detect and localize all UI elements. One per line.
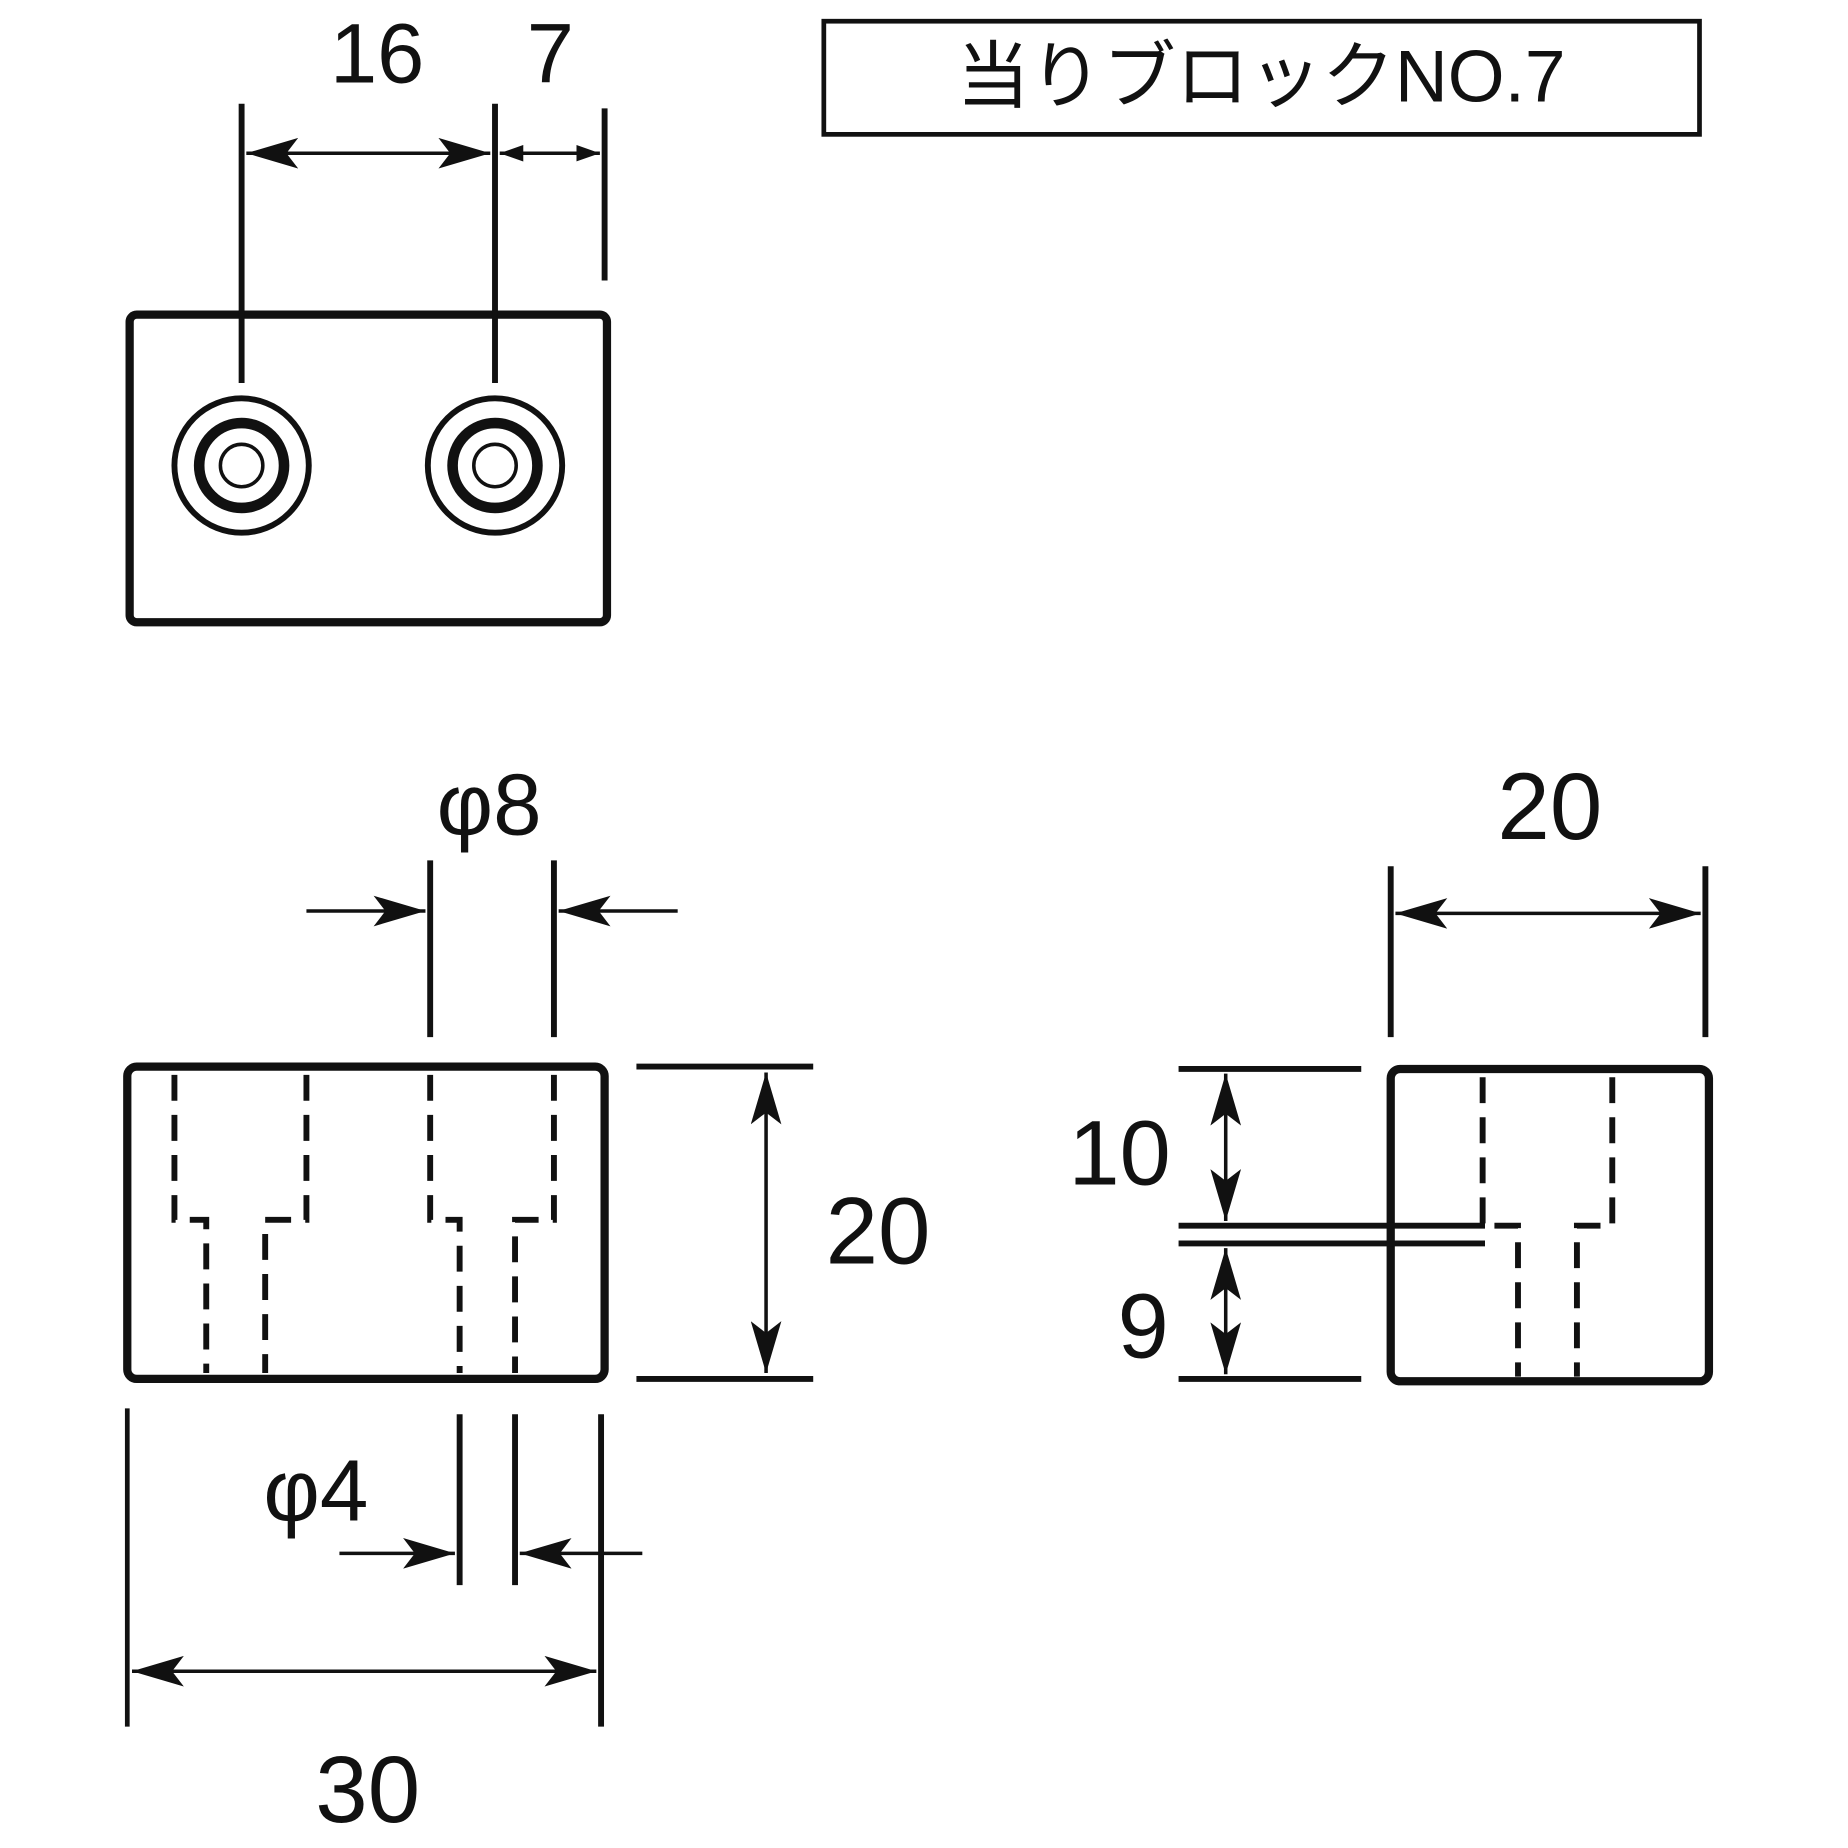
top-view: 16 7 — [125, 6, 612, 627]
counterbore-hole-right — [424, 395, 566, 536]
dim-counterbore-depth: 10 — [1069, 1102, 1171, 1204]
title-block: 当りブロックNO.7 — [821, 18, 1702, 137]
counterbore-hole-left — [171, 395, 312, 536]
dim-depth: 20 — [1497, 754, 1602, 859]
front-view: φ8 20 φ4 30 — [123, 756, 931, 1842]
dim-hole-pitch: 16 — [330, 6, 424, 101]
side-view: 20 10 9 — [1069, 754, 1714, 1386]
dim-edge-offset: 7 — [527, 6, 574, 101]
dim-counterbore-dia: φ8 — [437, 756, 542, 853]
title-text: 当りブロックNO.7 — [957, 36, 1566, 117]
dim-width: 30 — [315, 1737, 420, 1842]
dim-height: 20 — [826, 1178, 931, 1283]
dim-hole-depth: 9 — [1118, 1276, 1169, 1378]
dim-hole-dia: φ4 — [263, 1442, 368, 1539]
